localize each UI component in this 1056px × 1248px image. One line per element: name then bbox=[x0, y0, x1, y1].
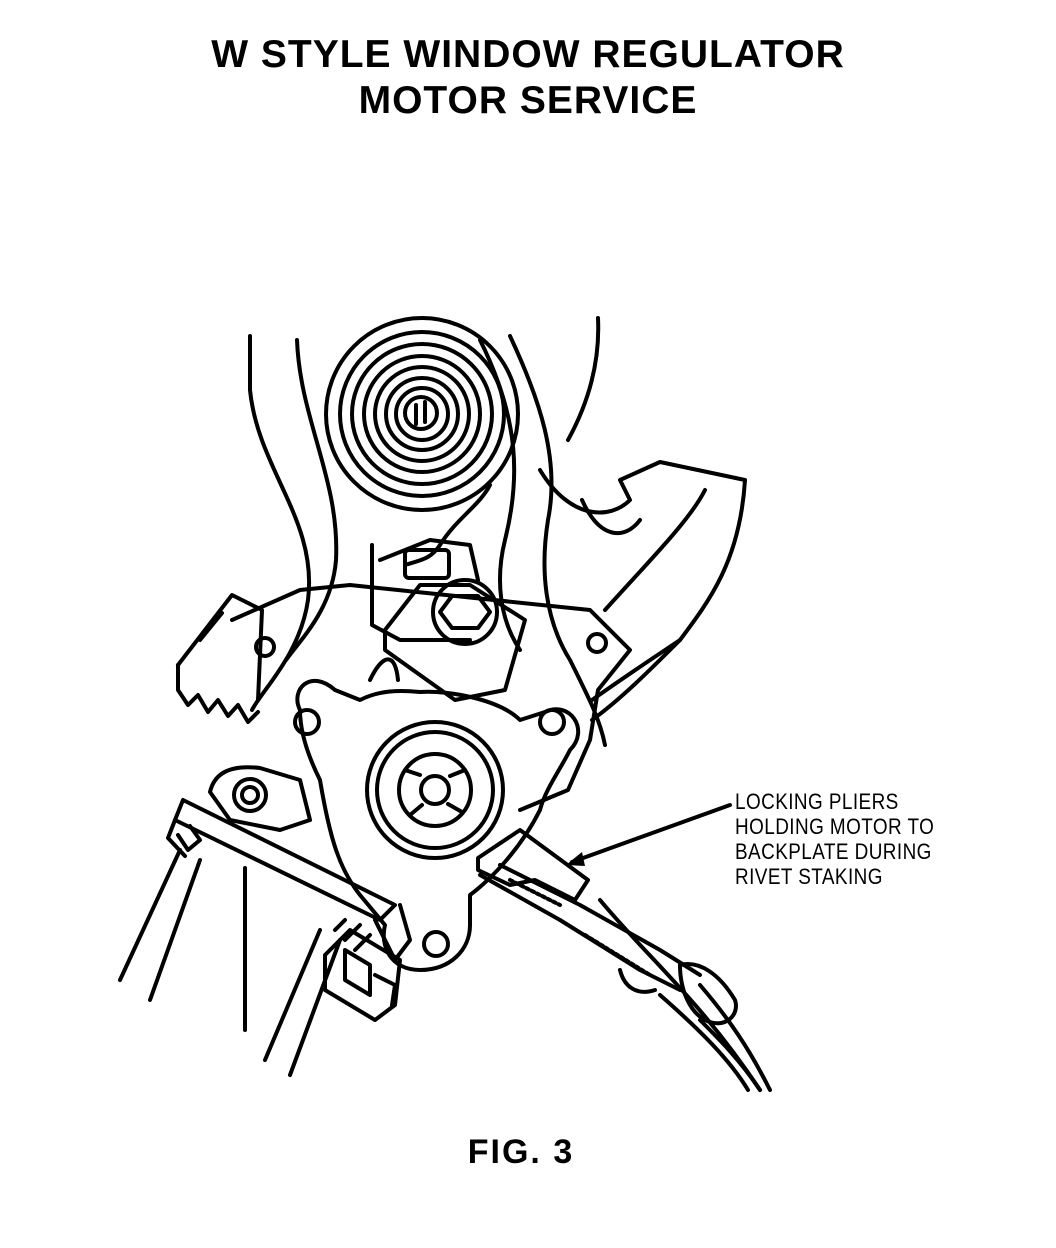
callout-leader bbox=[566, 803, 732, 866]
callout-line-1: LOCKING PLIERS bbox=[735, 789, 899, 814]
spring-bracket bbox=[370, 538, 527, 702]
figure-caption: FIG. 3 bbox=[467, 1133, 575, 1171]
locking-pliers bbox=[476, 828, 772, 1092]
callout-line-3: BACKPLATE DURING bbox=[735, 839, 932, 864]
lower-arms bbox=[118, 848, 762, 1092]
sector-gear bbox=[538, 460, 747, 722]
connector-block bbox=[323, 918, 402, 1022]
callout-label: LOCKING PLIERS HOLDING MOTOR TO BACKPLAT… bbox=[735, 789, 934, 889]
mount-plate bbox=[230, 583, 632, 812]
left-boss bbox=[208, 765, 312, 832]
motor-housing bbox=[293, 657, 581, 972]
callout-line-4: RIVET STAKING bbox=[735, 864, 883, 889]
clock-spring bbox=[324, 316, 520, 567]
callout-line-2: HOLDING MOTOR TO bbox=[735, 814, 935, 839]
title-line-2: MOTOR SERVICE bbox=[358, 79, 698, 122]
figure-title: W STYLE WINDOW REGULATOR MOTOR SERVICE bbox=[0, 32, 1056, 124]
title-line-1: W STYLE WINDOW REGULATOR bbox=[211, 33, 845, 76]
lift-arm bbox=[166, 798, 412, 962]
